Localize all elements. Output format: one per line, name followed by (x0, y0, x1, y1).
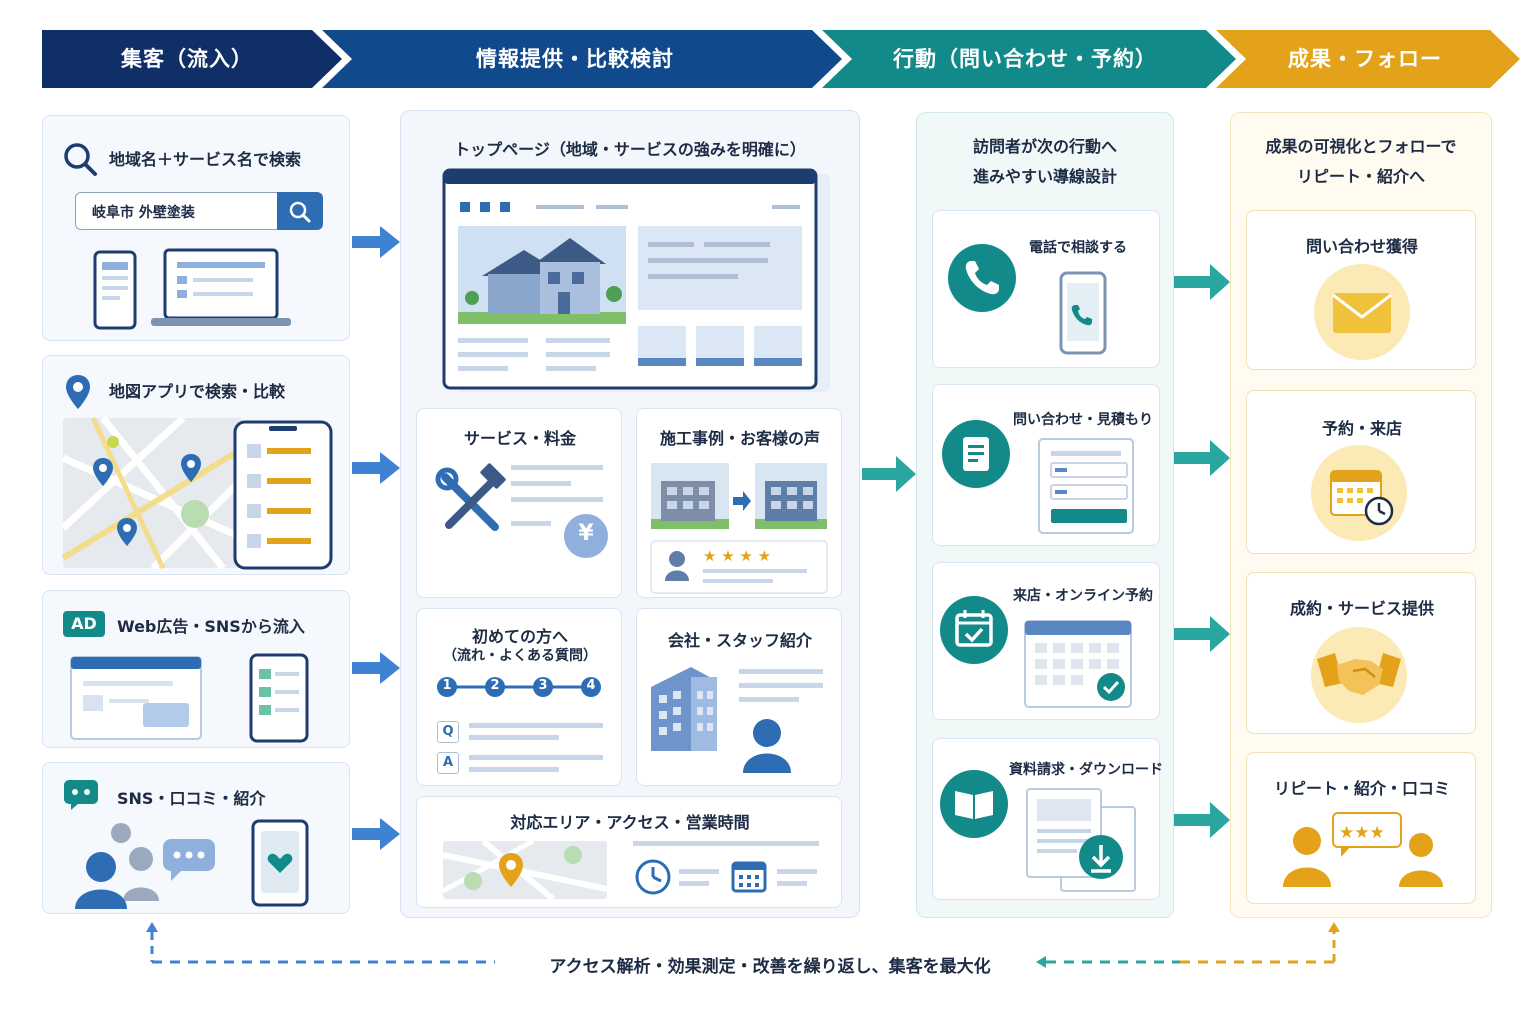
result-contract-card: 成約・サービス提供 (1246, 572, 1476, 734)
results-header-line1: 成果の可視化とフォローで (1265, 137, 1457, 156)
calendar-clock-icon (1311, 445, 1407, 541)
phase-header-bar (42, 30, 1520, 88)
faq-a-badge: A (437, 752, 459, 774)
book-icon (940, 770, 1008, 838)
area-card: 対応エリア・アクセス・営業時間 (416, 796, 842, 908)
ads-card-title: Web広告・SNSから流入 (117, 617, 305, 636)
phase-label-results: 成果・フォロー (1288, 47, 1442, 71)
review-phone-illustration (233, 420, 333, 570)
flow-arrows-acquisition (352, 226, 400, 850)
steps-line (437, 677, 601, 697)
loop-arrow-left (1036, 956, 1046, 968)
loop-arrow-up-left (146, 922, 158, 932)
action-download-card[interactable]: 資料請求・ダウンロード (932, 738, 1163, 900)
sns-card-title: SNS・口コミ・紹介 (117, 789, 266, 808)
action-header-line2: 進みやすい導線設計 (972, 167, 1117, 186)
phone-device-illustration (1059, 271, 1107, 355)
result-visit-card: 予約・来店 (1246, 390, 1476, 554)
chat-icon (64, 780, 98, 810)
sns-card: SNS・口コミ・紹介 (42, 762, 350, 914)
phase-arrow-acquisition (42, 30, 342, 88)
result-repeat-card: リピート・紹介・口コミ ★★★ (1246, 752, 1476, 904)
top-page-title: トップページ（地域・サービスの強みを明確に） (454, 140, 806, 159)
form-icon (942, 420, 1010, 488)
envelope-icon (1314, 264, 1410, 360)
svg-text:★ ★ ★ ★: ★ ★ ★ ★ (703, 547, 771, 565)
flow-arrow-information (862, 456, 916, 492)
cases-title: 施工事例・お客様の声 (659, 429, 820, 448)
first-timer-subtitle: （流れ・よくある質問） (443, 648, 597, 664)
action-header-line1: 訪問者が次の行動へ (972, 137, 1117, 156)
result-visit-label: 予約・来店 (1321, 419, 1402, 438)
feedback-loop (146, 922, 1340, 968)
action-inquiry-label: 問い合わせ・見積もり (1013, 412, 1153, 428)
action-reservation-label: 来店・オンライン予約 (1013, 588, 1153, 604)
services-text-lines (511, 465, 603, 526)
search-button-icon (289, 201, 311, 223)
phase-label-action: 行動（問い合わせ・予約） (893, 47, 1157, 71)
yen-icon (564, 514, 608, 558)
search-button[interactable] (277, 192, 323, 230)
cases-card: 施工事例・お客様の声 ★ ★ ★ ★ (636, 408, 842, 598)
result-repeat-label: リピート・紹介・口コミ (1273, 779, 1450, 798)
browser-illustration (70, 653, 309, 743)
calendar-illustration (1024, 620, 1132, 708)
map-pin-icon (66, 375, 90, 409)
phase-label-information: 情報提供・比較検討 (476, 47, 674, 71)
map-card-title: 地図アプリで検索・比較 (109, 382, 286, 401)
loop-caption: アクセス解析・効果測定・改善を繰り返し、集客を最大化 (549, 957, 991, 977)
faq-q-badge: Q (437, 721, 459, 743)
people-review-icon: ★★★ (1283, 812, 1443, 887)
top-page-mockup (442, 168, 830, 392)
yen-symbol: ¥ (578, 521, 594, 546)
search-card: 地域名＋サービス名で検索 岐阜市 外壁塗装 (42, 115, 350, 341)
map-card: 地図アプリで検索・比較 (42, 355, 350, 575)
step-3: 3 (538, 678, 548, 693)
action-phone-card[interactable]: 電話で相談する (932, 210, 1160, 368)
company-card: 会社・スタッフ紹介 (636, 608, 842, 786)
area-title: 対応エリア・アクセス・営業時間 (510, 813, 750, 832)
services-title: サービス・料金 (463, 429, 576, 448)
ad-badge: AD (63, 611, 105, 637)
loop-arrow-up-right (1328, 922, 1340, 932)
form-illustration (1038, 438, 1134, 534)
step-4: 4 (586, 678, 596, 693)
action-reservation-card[interactable]: 来店・オンライン予約 (932, 562, 1160, 720)
phase-arrow-action (822, 30, 1236, 88)
devices-illustration (93, 248, 291, 330)
before-after-illustration: ★ ★ ★ ★ (650, 463, 828, 594)
tools-icon (435, 463, 506, 531)
result-inquiry-card: 問い合わせ獲得 (1246, 210, 1476, 370)
results-header-line2: リピート・紹介へ (1296, 167, 1425, 186)
phase-label-acquisition: 集客（流入） (121, 47, 253, 71)
phone-icon (948, 244, 1016, 312)
first-timer-card: 初めての方へ （流れ・よくある質問） 1 2 3 4 Q A (416, 608, 622, 786)
document-download-illustration (1026, 788, 1136, 892)
phase-arrow-results (1216, 30, 1520, 88)
action-inquiry-card[interactable]: 問い合わせ・見積もり (932, 384, 1160, 546)
ads-card: AD Web広告・SNSから流入 (42, 590, 350, 748)
calendar-icon (940, 596, 1008, 664)
result-contract-label: 成約・サービス提供 (1289, 599, 1434, 618)
action-download-label: 資料請求・ダウンロード (1009, 762, 1163, 778)
search-query-text: 岐阜市 外壁塗装 (92, 205, 195, 221)
people-illustration (75, 819, 309, 909)
action-phone-label: 電話で相談する (1029, 240, 1127, 256)
step-2: 2 (490, 678, 500, 693)
building-staff-illustration (651, 667, 823, 773)
step-1: 1 (442, 678, 452, 693)
map-illustration (60, 415, 246, 571)
handshake-icon (1311, 627, 1407, 723)
phase-arrow-information (322, 30, 842, 88)
svg-text:★★★: ★★★ (1339, 823, 1385, 843)
area-illustration (441, 838, 819, 902)
services-card: サービス・料金 ¥ (416, 408, 622, 598)
search-icon (64, 143, 97, 176)
company-title: 会社・スタッフ紹介 (667, 631, 812, 650)
search-card-title: 地域名＋サービス名で検索 (109, 150, 302, 169)
flow-arrows-action (1174, 264, 1230, 838)
first-timer-title: 初めての方へ (471, 627, 568, 646)
faq-lines (469, 723, 603, 772)
result-inquiry-label: 問い合わせ獲得 (1305, 237, 1418, 256)
